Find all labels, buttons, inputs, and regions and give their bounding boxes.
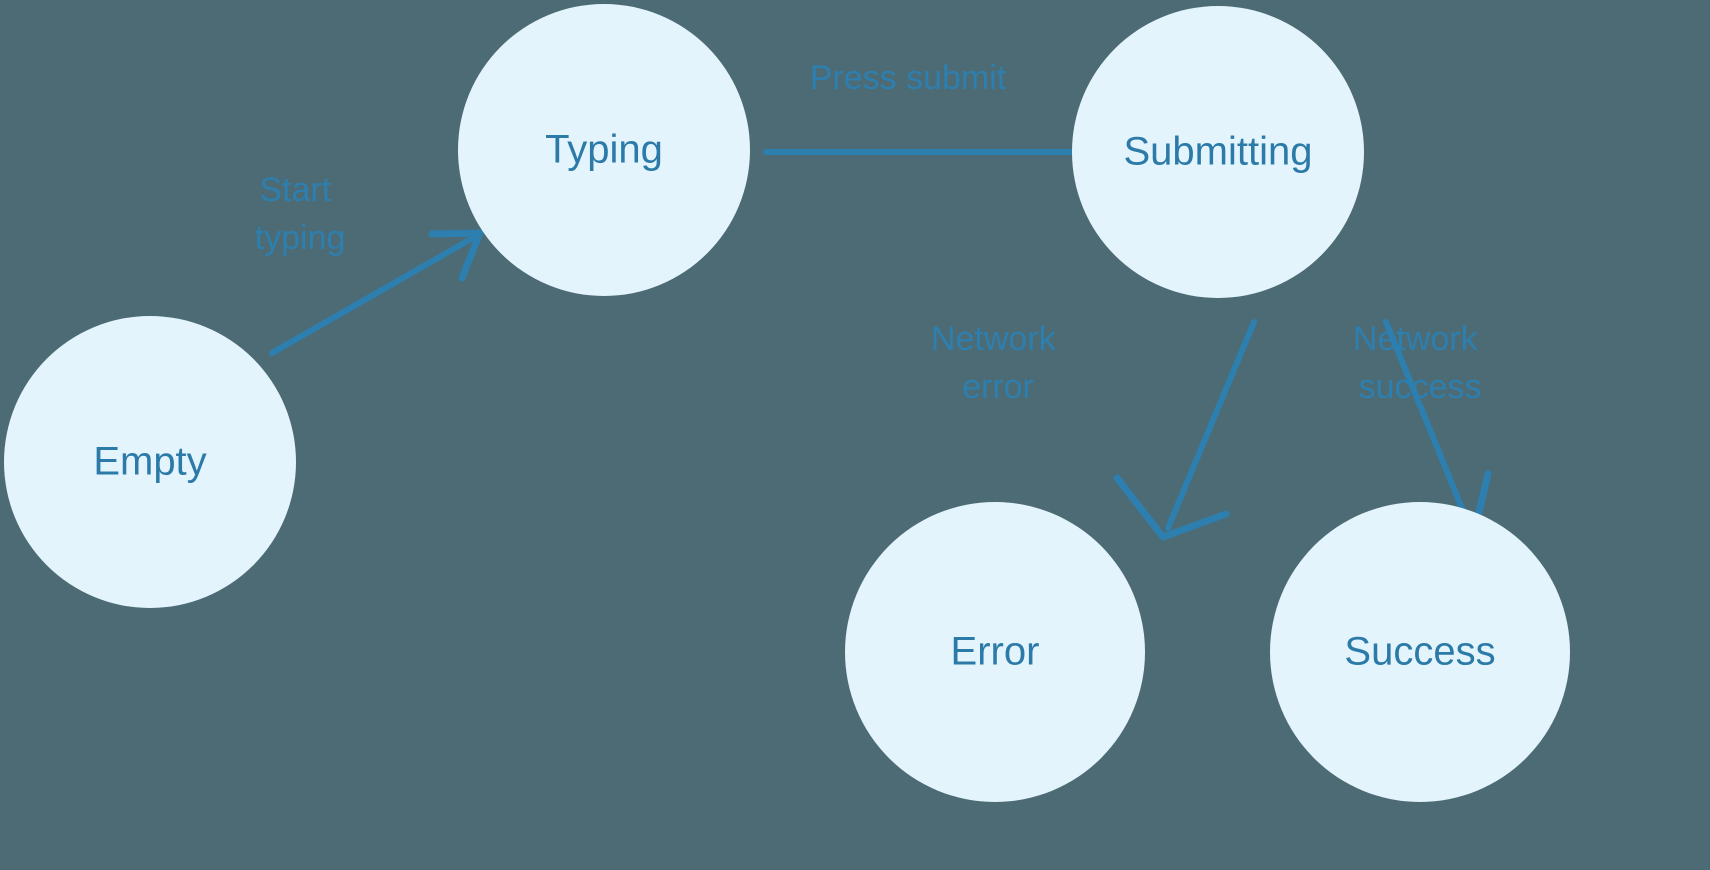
state-label-success: Success	[1344, 630, 1495, 674]
transition-label-empty-to-typing: Start typing	[255, 171, 346, 257]
state-circle-submitting	[1072, 6, 1364, 298]
state-circle-typing	[458, 4, 750, 296]
arrowhead-empty-to-typing	[428, 229, 484, 282]
transition-label-line: Network	[931, 320, 1057, 358]
transition-label-typing-to-submitting: Press submit	[810, 59, 1007, 97]
transition-label-line: Press submit	[810, 59, 1007, 97]
transition-typing-to-submitting[interactable]: Press submit	[763, 59, 1149, 191]
state-node-empty[interactable]: Empty	[4, 316, 296, 608]
state-label-empty: Empty	[93, 440, 206, 484]
state-node-typing[interactable]: Typing	[458, 4, 750, 296]
transition-label-line: success	[1359, 368, 1482, 406]
state-node-error[interactable]: Error	[845, 502, 1145, 802]
state-label-typing: Typing	[545, 128, 663, 172]
state-circle-success	[1270, 502, 1570, 802]
state-circle-empty	[4, 316, 296, 608]
state-label-error: Error	[951, 630, 1040, 674]
state-label-submitting: Submitting	[1124, 130, 1313, 174]
transition-label-submitting-to-success: Network success	[1353, 320, 1487, 406]
transition-label-line: Network	[1353, 320, 1479, 358]
transition-line-empty-to-typing	[269, 236, 474, 356]
transition-label-line: Start	[259, 171, 331, 209]
transition-label-submitting-to-error: Network error	[931, 320, 1065, 406]
arrowhead-submitting-to-error	[1113, 474, 1230, 541]
transition-label-line: typing	[255, 219, 346, 257]
state-circle-error	[845, 502, 1145, 802]
transition-submitting-to-error[interactable]: Network error	[931, 319, 1257, 541]
transition-line-submitting-to-error	[1165, 319, 1257, 531]
state-node-success[interactable]: Success	[1270, 502, 1570, 802]
transition-line-submitting-to-success	[1383, 319, 1473, 531]
state-node-submitting[interactable]: Submitting	[1072, 6, 1364, 298]
transition-label-line: error	[962, 368, 1034, 406]
transition-empty-to-typing[interactable]: Start typing	[255, 171, 484, 356]
